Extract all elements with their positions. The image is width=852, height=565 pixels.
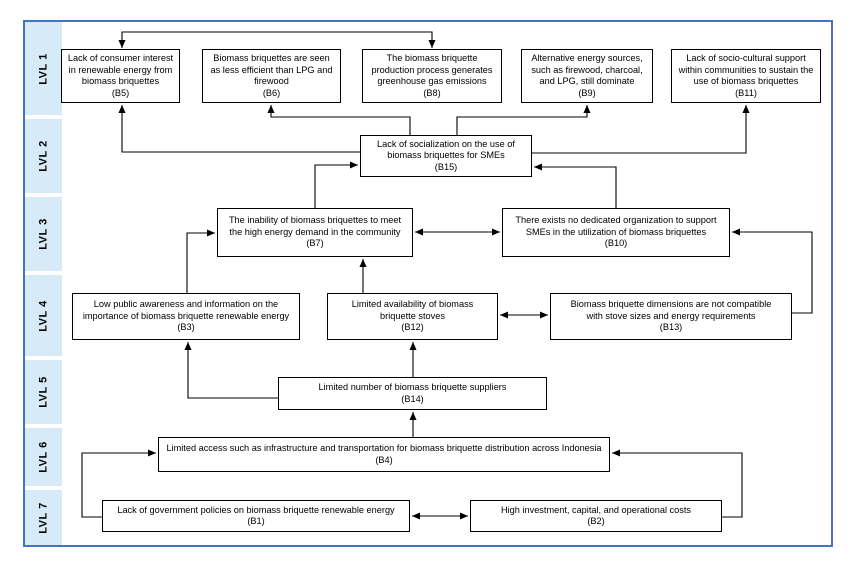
box-b2: High investment, capital, and operationa…: [470, 500, 722, 532]
box-b14: Limited number of biomass briquette supp…: [278, 377, 547, 410]
box-b12-text: Limited availability of biomass briquett…: [351, 299, 474, 321]
box-b11-code: (B11): [735, 87, 757, 98]
box-b8-text: The biomass briquette production process…: [371, 53, 493, 86]
edge-B10-to-B15: [534, 163, 617, 208]
level-band-7: LVL 7: [25, 490, 62, 545]
box-b5-code: (B5): [111, 87, 130, 98]
box-b14-code: (B14): [401, 393, 424, 404]
level-band-6: LVL 6: [25, 428, 62, 486]
box-b15-text: Lack of socialization on the use of biom…: [377, 138, 515, 161]
box-b1-text: Lack of government policies on biomass b…: [117, 504, 395, 515]
box-b5-text: Lack of consumer interest in renewable e…: [67, 53, 174, 86]
box-b8: The biomass briquette production process…: [362, 49, 502, 103]
box-b1: Lack of government policies on biomass b…: [102, 500, 410, 532]
box-b2-code: (B2): [587, 516, 605, 526]
edge-B2-to-B4: [612, 449, 743, 518]
edge-B15-to-B11: [532, 105, 750, 154]
edge-B1-to-B4: [81, 449, 156, 518]
box-b6-text: Biomass briquettes are seen as less effi…: [210, 53, 333, 86]
level-band-1: LVL 1: [25, 22, 62, 115]
box-b4-text: Limited access such as infrastructure an…: [166, 443, 602, 453]
box-b7: The inability of biomass briquettes to m…: [217, 208, 413, 257]
box-b4-code: (B4): [375, 454, 393, 465]
edge-B3-to-B7: [186, 229, 215, 293]
box-b12: Limited availability of biomass briquett…: [327, 293, 498, 340]
box-b15-code: (B15): [434, 161, 458, 172]
box-b10-code: (B10): [604, 238, 628, 249]
box-b1-code: (B1): [247, 516, 265, 526]
box-b6-code: (B6): [262, 87, 281, 98]
box-b9: Alternative energy sources, such as fire…: [521, 49, 653, 103]
box-b9-code: (B9): [578, 87, 596, 98]
edge-B15-to-B6: [267, 105, 411, 135]
level-band-3: LVL 3: [25, 197, 62, 271]
box-b13: Biomass briquette dimensions are not com…: [550, 293, 792, 340]
box-b2-text: High investment, capital, and operationa…: [501, 504, 691, 515]
edge-B15-to-B5: [118, 105, 360, 153]
box-b14-text: Limited number of biomass briquette supp…: [318, 382, 507, 392]
box-b3-code: (B3): [177, 322, 195, 333]
box-b10: There exists no dedicated organization t…: [502, 208, 730, 257]
box-b3-text: Low public awareness and information on …: [82, 299, 290, 321]
box-b11-text: Lack of socio-cultural support within co…: [678, 53, 814, 86]
box-b4: Limited access such as infrastructure an…: [158, 437, 610, 472]
edge-B15-to-B9: [456, 105, 591, 135]
level-band-2: LVL 2: [25, 119, 62, 193]
box-b11: Lack of socio-cultural support within co…: [671, 49, 821, 103]
box-b5: Lack of consumer interest in renewable e…: [61, 49, 180, 103]
box-b7-code: (B7): [306, 238, 324, 249]
edge-B8-to-B5: [118, 31, 436, 48]
edge-B13-to-B10: [732, 228, 813, 314]
edge-B14-to-B3: [184, 342, 278, 399]
box-b3: Low public awareness and information on …: [72, 293, 300, 340]
box-b15: Lack of socialization on the use of biom…: [360, 135, 532, 177]
box-b12-code: (B12): [401, 322, 424, 333]
box-b8-code: (B8): [423, 87, 441, 98]
level-band-4: LVL 4: [25, 275, 62, 356]
box-b10-text: There exists no dedicated organization t…: [515, 215, 717, 237]
box-b6: Biomass briquettes are seen as less effi…: [202, 49, 341, 103]
box-b7-text: The inability of biomass briquettes to m…: [228, 215, 402, 237]
edge-B7-to-B15: [314, 161, 358, 208]
level-band-5: LVL 5: [25, 360, 62, 424]
box-b13-code: (B13): [659, 322, 683, 333]
box-b9-text: Alternative energy sources, such as fire…: [531, 53, 643, 86]
box-b13-text: Biomass briquette dimensions are not com…: [570, 299, 772, 321]
